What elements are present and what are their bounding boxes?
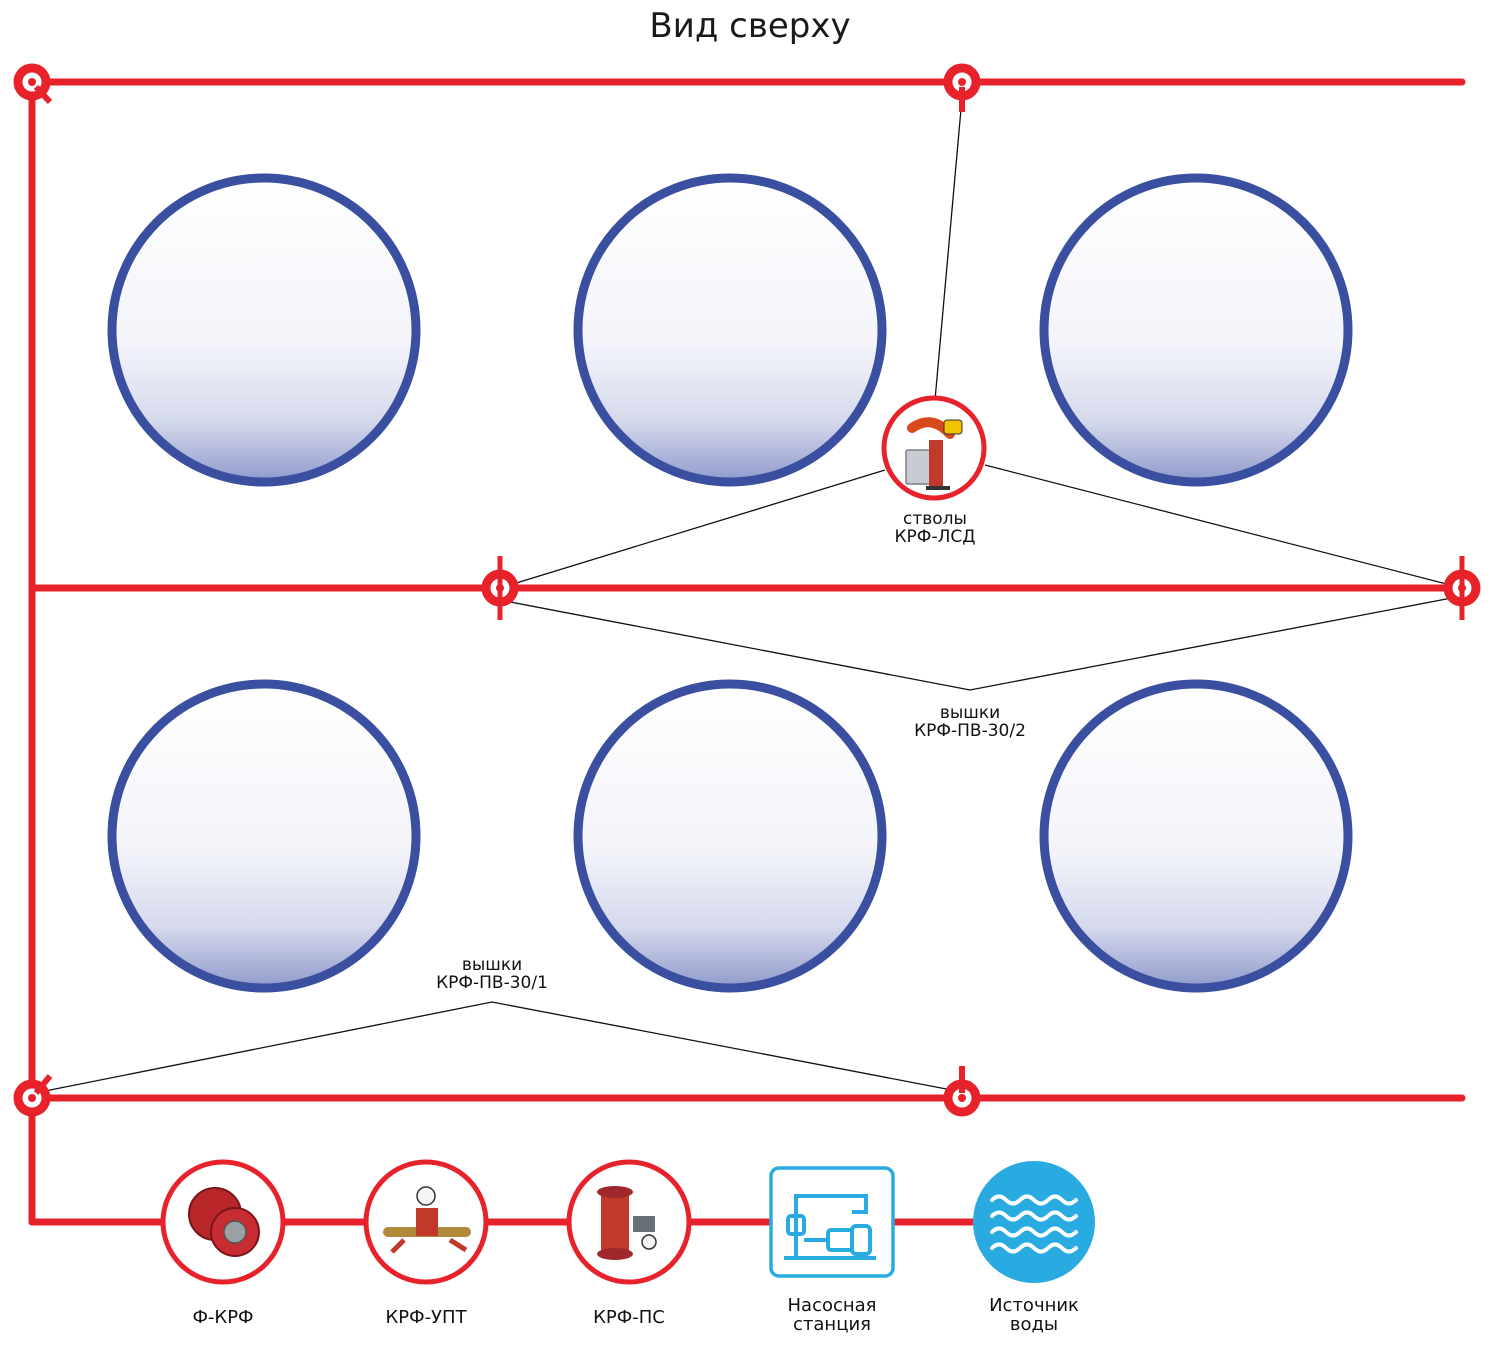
fire-monitor-tower (1448, 556, 1476, 620)
tank (112, 178, 416, 482)
fire-monitor-tower (486, 556, 514, 620)
control-box-icon (906, 450, 932, 484)
tank (1044, 178, 1348, 482)
fire-monitor-tower (948, 1066, 976, 1112)
fire-monitor-tower (18, 1076, 50, 1112)
tank (578, 684, 882, 988)
equipment-label: Ф-КРФ (143, 1308, 303, 1327)
equipment-flange-filter (163, 1162, 283, 1282)
label-monitors-lsd: стволы КРФ-ЛСД (860, 510, 1010, 546)
equipment-label: КРФ-УПТ (346, 1308, 506, 1327)
tank (578, 178, 882, 482)
equipment-pipe-valve (569, 1162, 689, 1282)
fire-monitor-lsd-badge (884, 398, 984, 498)
equipment-label: Насосная станция (752, 1296, 912, 1334)
fire-monitor-tower (948, 68, 976, 112)
equipment-water-source (973, 1161, 1095, 1283)
equipment-label: Источник воды (954, 1296, 1114, 1334)
label-towers-pv1: вышки КРФ-ПВ-30/1 (412, 956, 572, 992)
equipment-label: КРФ-ПС (549, 1308, 709, 1327)
equipment-pump-station (771, 1168, 893, 1276)
diagram-title: Вид сверху (0, 6, 1500, 46)
tanks (112, 178, 1348, 988)
tank (112, 684, 416, 988)
fire-monitor-tower (18, 68, 50, 102)
equipment-foam-dosing (366, 1162, 486, 1282)
tank (1044, 684, 1348, 988)
label-towers-pv2: вышки КРФ-ПВ-30/2 (890, 704, 1050, 740)
